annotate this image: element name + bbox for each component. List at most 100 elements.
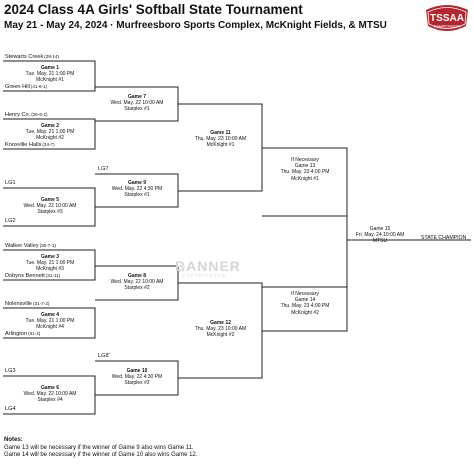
game-time: Thu. May. 23 4:00 PM [280, 303, 330, 310]
game-venue: Starplex #1 [124, 192, 150, 199]
game-venue: McKnight #2 [206, 332, 235, 339]
game-time: Tue. May. 21 1:00 PM [25, 318, 75, 325]
loser-label-lg8: LG8' [98, 353, 110, 359]
game-time: Wed. May. 22 10:00 AM [110, 279, 164, 286]
team-name: Knoxville Halls [5, 142, 42, 148]
team-record: (28-14) [44, 54, 60, 59]
game-time: Wed. May. 22 10:00 AM [23, 391, 77, 398]
team-name: Dobyns Bennett [5, 273, 45, 279]
notes-line: Game 13 will be necessary if the winner … [4, 444, 194, 451]
game-venue: Starplex #4 [37, 397, 63, 404]
team-slot: LG1 [5, 180, 16, 187]
game-venue: Starplex #1 [124, 106, 150, 113]
game-venue: McKnight #3 [36, 266, 64, 273]
game-name: Game 8 [127, 273, 147, 279]
game-name: Game 3 [40, 254, 60, 260]
game-time: Wed. May. 22 10:00 AM [23, 203, 77, 210]
game-time: Wed. May. 22 4:30 PM [111, 374, 163, 381]
game-name: Game 13 [294, 163, 316, 170]
bracket-g1 [3, 60, 96, 92]
team-name: Green Hill [5, 84, 30, 90]
team-record: (41-6-1) [30, 84, 48, 89]
game-venue: McKnight #2 [36, 135, 64, 142]
logo-inner-stroke [427, 7, 467, 29]
team-slot: LG2 [5, 218, 16, 225]
tssaa-logo: TSSAA CHAMPIONSHIPS [422, 2, 472, 38]
logo-subtext: CHAMPIONSHIPS [434, 25, 461, 29]
game-name: Game 12 [210, 320, 231, 326]
game-venue: MTSU [372, 238, 388, 245]
game-name: Game 4 [40, 312, 60, 318]
notes-line: Game 14 will be necessary if the winner … [4, 452, 198, 458]
bracket-g3 [3, 249, 96, 281]
team-name: Henry Co. [5, 112, 31, 118]
loser-label-lg7: LG7 [98, 166, 109, 172]
team-name: Nolensville [5, 301, 33, 307]
team-slot: Arlington(31-4) [5, 330, 40, 338]
game-time: Thu. May. 23 10:00 AM [194, 326, 247, 333]
game-name: Game 1 [40, 65, 60, 71]
game-name: Game 6 [40, 385, 60, 391]
game-venue: McKnight #1 [291, 175, 319, 182]
notes-heading: Notes: [4, 437, 23, 443]
team-record: (31-7-2) [33, 301, 50, 306]
team-record: (30-7-1) [39, 243, 56, 248]
bracket-g2 [3, 118, 96, 150]
page-subtitle: May 21 - May 24, 2024 · Murfreesboro Spo… [4, 20, 387, 31]
team-name: Stewarts Creek [5, 54, 44, 60]
team-name: Walker Valley [5, 243, 39, 249]
page-title: 2024 Class 4A Girls' Softball State Tour… [4, 2, 303, 17]
game-venue: McKnight #1 [36, 77, 64, 84]
watermark-sub: COPYRIGHTED [182, 273, 227, 278]
state-champion-label: STATE CHAMPION [421, 235, 467, 241]
team-slot: Nolensville(31-7-2) [5, 300, 49, 308]
team-slot: LG3 [5, 368, 16, 375]
team-record: (31-11) [45, 273, 61, 278]
game-name: Game 10 [126, 368, 148, 374]
team-name: LG3 [5, 368, 16, 374]
team-name: LG2 [5, 218, 16, 224]
game-name: Game 15 [369, 226, 391, 232]
game-name: Game 14 [294, 297, 316, 304]
team-name: LG4 [5, 406, 16, 412]
team-slot: Walker Valley(30-7-1) [5, 242, 56, 250]
team-record: (31-4) [28, 331, 41, 336]
game-name: Game 9 [127, 180, 147, 186]
game-venue: Starplex #2 [124, 380, 150, 387]
team-name: Arlington [5, 331, 28, 337]
game-time: Tue. May. 21 1:00 PM [25, 71, 75, 78]
game-name: Game 7 [127, 94, 147, 100]
team-record: (26-6-1) [31, 112, 48, 117]
game-name: Game 5 [40, 197, 60, 203]
game-name: Game 11 [210, 130, 231, 136]
game-venue: Starplex #3 [37, 209, 63, 216]
game-time: Wed. May. 22 4:30 PM [111, 186, 163, 193]
team-slot: Knoxville Halls(34-7) [5, 141, 55, 149]
logo-shield [426, 5, 468, 31]
game-venue: Starplex #2 [124, 285, 150, 292]
watermark: BANNER [175, 258, 241, 274]
team-slot: Green Hill(41-6-1) [5, 83, 47, 91]
game-time: Tue. May. 21 1:00 PM [25, 260, 75, 267]
team-slot: Henry Co.(26-6-1) [5, 111, 48, 119]
game-time: Wed. May. 22 10:00 AM [110, 100, 164, 107]
bracket-g4 [3, 307, 96, 339]
game-name: Game 2 [40, 123, 60, 129]
team-slot: LG4 [5, 406, 16, 413]
team-slot: Stewarts Creek(28-14) [5, 53, 59, 61]
game-venue: McKnight #4 [36, 324, 64, 331]
team-slot: Dobyns Bennett(31-11) [5, 272, 60, 280]
